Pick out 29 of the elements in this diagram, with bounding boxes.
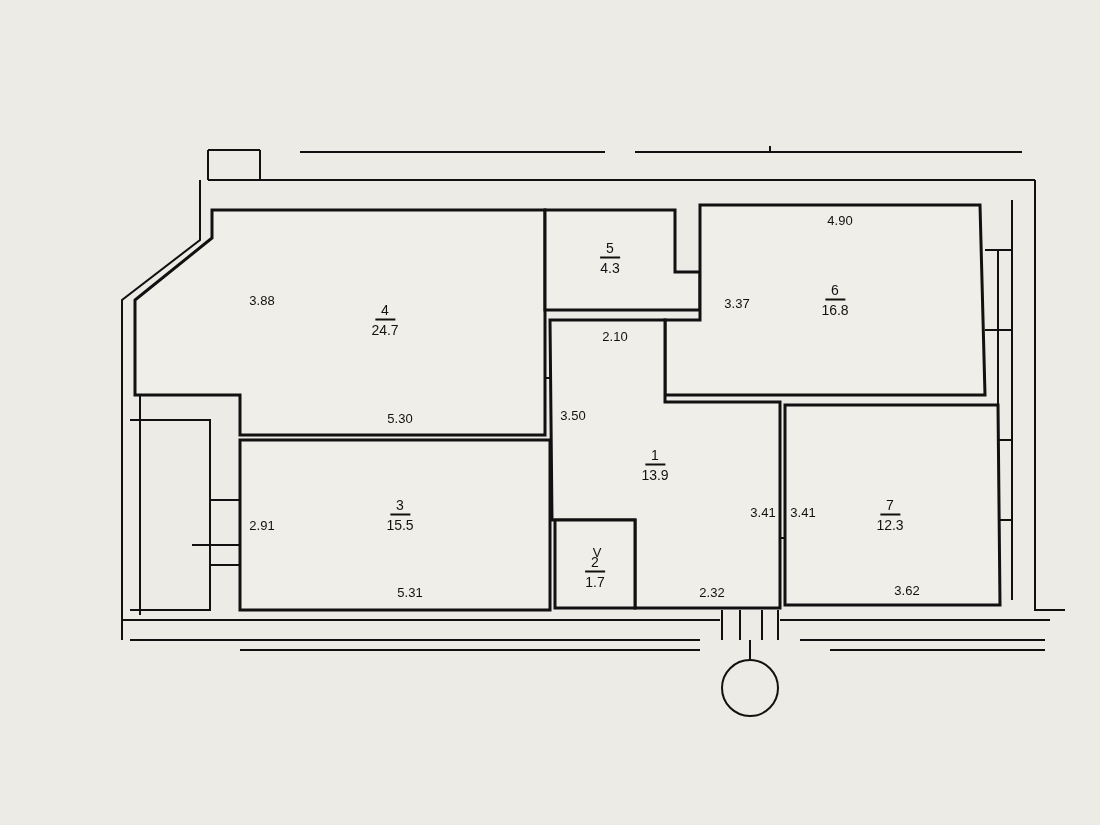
dimension-label: 5.30 xyxy=(387,410,413,426)
dimension-label: 2.32 xyxy=(699,584,725,600)
room-number: 3 xyxy=(390,496,410,516)
dimension-label: 4.90 xyxy=(827,212,853,228)
room-area: 12.3 xyxy=(876,515,904,534)
room-outline xyxy=(553,518,637,610)
dimension-label: 5.31 xyxy=(397,584,423,600)
dimension-label: 3.41 xyxy=(790,504,816,520)
room-area: 15.5 xyxy=(386,515,414,534)
room-outline xyxy=(783,403,1003,608)
dimension-label: 2.91 xyxy=(249,517,275,533)
room-number: 5 xyxy=(600,239,620,259)
room-area: 13.9 xyxy=(641,465,669,484)
room-area: 24.7 xyxy=(371,320,399,339)
dimension-label: 3.37 xyxy=(724,295,750,311)
room-area: 1.7 xyxy=(585,572,605,591)
room-outline xyxy=(238,438,552,612)
room-area: 4.3 xyxy=(600,258,620,277)
dimension-label: 3.50 xyxy=(560,407,586,423)
dimension-label: 3.62 xyxy=(894,582,920,598)
room-number: 7 xyxy=(880,496,900,516)
dimension-label: 2.10 xyxy=(602,328,628,344)
room-area: 16.8 xyxy=(821,300,849,319)
room-outline xyxy=(548,318,783,610)
dimension-label: 3.41 xyxy=(750,504,776,520)
room-number: 1 xyxy=(645,446,665,466)
dimension-label: 3.88 xyxy=(249,292,275,308)
room-number: 6 xyxy=(825,281,845,301)
room-number: 4 xyxy=(375,301,395,321)
